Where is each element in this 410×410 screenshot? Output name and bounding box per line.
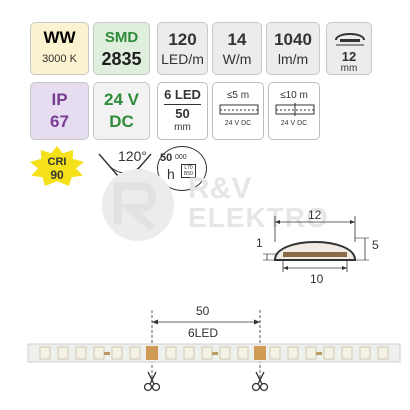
segment-unit: mm: [174, 122, 191, 133]
flux-unit: lm/m: [277, 51, 309, 67]
voltage-value: 24 V: [104, 90, 139, 109]
scissors-icon: [143, 371, 161, 392]
angle-value: 120°: [118, 148, 147, 164]
profile-value: 12: [341, 49, 357, 64]
tile-flux: 1040 lm/m: [266, 22, 320, 75]
profile-height-right: 5: [372, 238, 379, 252]
watermark-logo-icon: [102, 169, 174, 241]
segment-value: 6 LED: [164, 87, 201, 102]
life-l: L70: [184, 165, 193, 171]
cri-value: 90: [50, 168, 64, 182]
leds-value: 120: [168, 30, 197, 49]
tile-ip: IP 67: [30, 82, 89, 140]
profile-width-top: 12: [308, 208, 322, 222]
run10-label: ≤10 m: [280, 90, 308, 101]
watermark: R&V ELEKTRO: [96, 164, 358, 246]
life-b: B50: [184, 171, 193, 177]
watermark-line2: ELEKTRO: [188, 202, 329, 233]
lifetime-icon: [157, 146, 207, 191]
ww-subtitle: 3000 K: [42, 53, 77, 65]
tile-leds: 120 LED/m: [157, 22, 208, 75]
smd-value: 2835: [101, 49, 142, 69]
power-value: 14: [227, 30, 247, 49]
strip-run-icon: [275, 103, 315, 116]
ip-title: IP: [51, 90, 68, 109]
tile-run10: ≤10 m 24 V DC: [268, 82, 320, 140]
strip-length: 50: [196, 304, 210, 318]
tile-smd: SMD 2835: [93, 22, 150, 75]
run10-supply: 24 V DC: [280, 120, 308, 127]
watermark-line1: R&V: [188, 172, 252, 205]
life-class: L70 B50: [181, 164, 196, 178]
profile-height-left: 1: [256, 236, 263, 250]
strip-leds: 6LED: [188, 326, 219, 340]
strip-drawing: [27, 310, 401, 380]
power-unit: W/m: [222, 51, 252, 67]
profile-width-bottom: 10: [310, 272, 324, 286]
run5-label: ≤5 m: [226, 90, 250, 101]
profile-unit: mm: [340, 63, 358, 74]
flux-value: 1040: [274, 30, 312, 49]
ip-value: 67: [50, 112, 69, 131]
tile-voltage: 24 V DC: [93, 82, 150, 140]
profile-icon: [335, 33, 365, 46]
tile-profile: 12 mm: [326, 22, 372, 75]
life-value: 50: [160, 152, 173, 164]
tile-segment: 6 LED 50 mm: [157, 82, 208, 140]
tile-run5: ≤5 m 24 V DC: [212, 82, 264, 140]
run5-supply: 24 V DC: [224, 120, 252, 127]
leds-unit: LED/m: [161, 51, 204, 67]
tile-power: 14 W/m: [212, 22, 262, 75]
cri-title: CRI: [47, 156, 67, 168]
life-unit: h: [167, 166, 175, 182]
life-suffix: 000: [175, 154, 187, 161]
strip-run-icon: [219, 104, 259, 115]
ww-title: WW: [43, 28, 76, 47]
scissors-icon: [251, 371, 269, 392]
smd-title: SMD: [104, 29, 139, 46]
voltage-unit: DC: [109, 112, 134, 131]
profile-drawing: [263, 216, 369, 272]
segment-line: [164, 104, 201, 105]
segment-length: 50: [175, 106, 190, 121]
tile-ww: WW 3000 K: [30, 22, 89, 75]
